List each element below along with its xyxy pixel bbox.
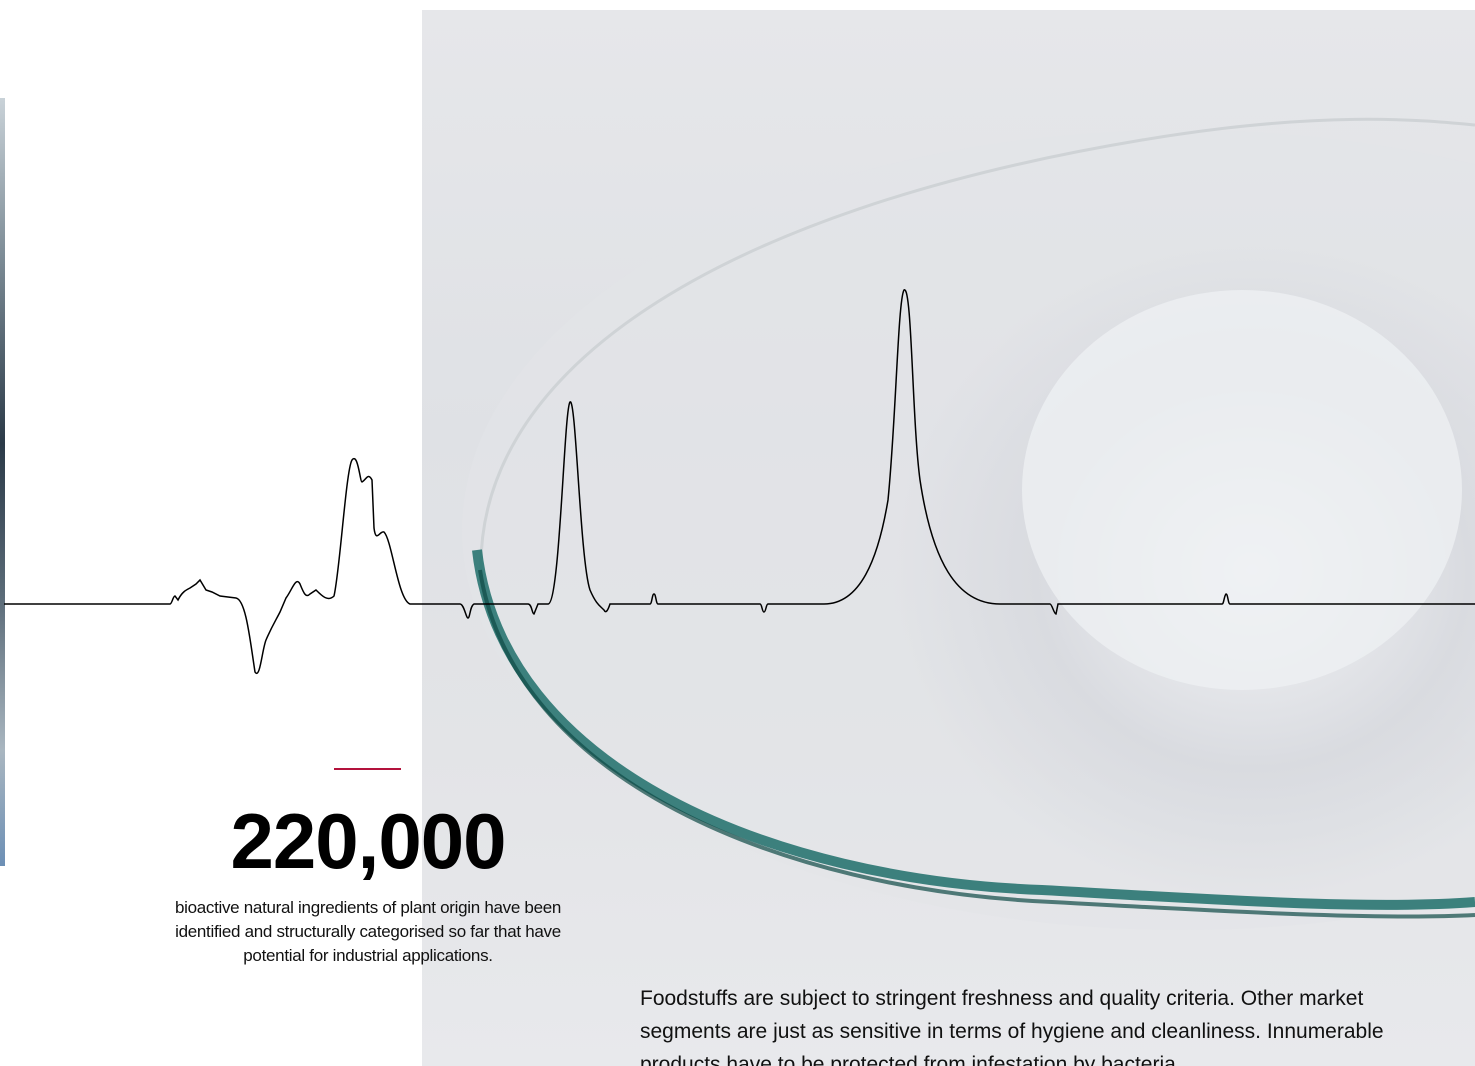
body-paragraph: Foodstuffs are subject to stringent fres… (640, 987, 1384, 1066)
petri-dish-illustration (462, 117, 1475, 930)
edge-photo-strip (0, 98, 5, 866)
stat-number: 220,000 (230, 797, 507, 885)
stat-caption: bioactive natural ingredients of plant o… (174, 898, 562, 965)
petri-dish-photo (422, 10, 1475, 1066)
accent-divider (334, 768, 401, 770)
